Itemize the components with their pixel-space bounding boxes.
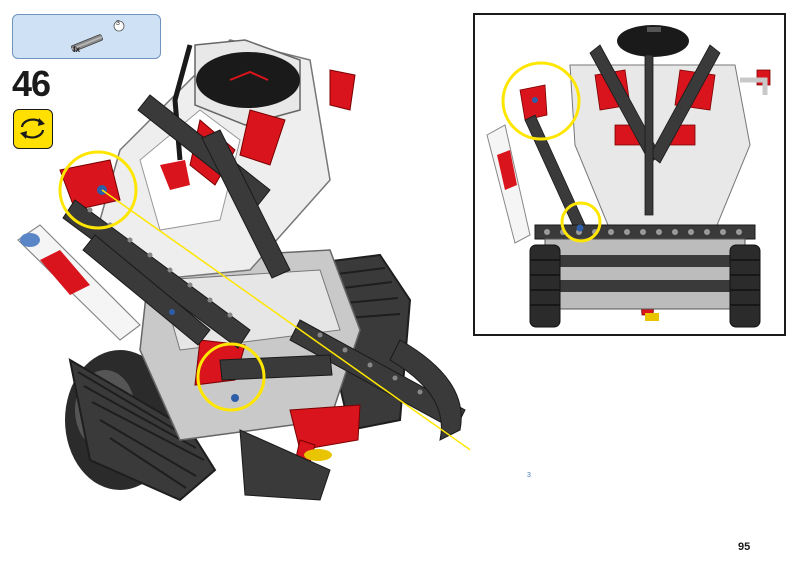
highlight-circle xyxy=(501,61,581,141)
parts-quantity: fx xyxy=(73,45,81,54)
highlight-circle xyxy=(58,150,138,230)
parts-length-number: 3 xyxy=(116,20,120,27)
page-number: 95 xyxy=(738,541,751,553)
rotate-model-icon xyxy=(13,109,53,149)
highlight-circle xyxy=(560,201,602,243)
inset-robot-front-view xyxy=(486,25,771,328)
axle-part-icon xyxy=(71,20,125,52)
inset-front-view-frame xyxy=(473,13,786,336)
left-track xyxy=(65,350,217,502)
axle-guide-line xyxy=(101,189,470,451)
highlight-circle xyxy=(196,342,266,412)
parts-callout-box: 3 fx xyxy=(12,14,161,59)
step-number: 46 xyxy=(12,63,51,104)
main-robot-illustration xyxy=(17,39,470,502)
axle-callout-number: 3 xyxy=(527,472,531,479)
